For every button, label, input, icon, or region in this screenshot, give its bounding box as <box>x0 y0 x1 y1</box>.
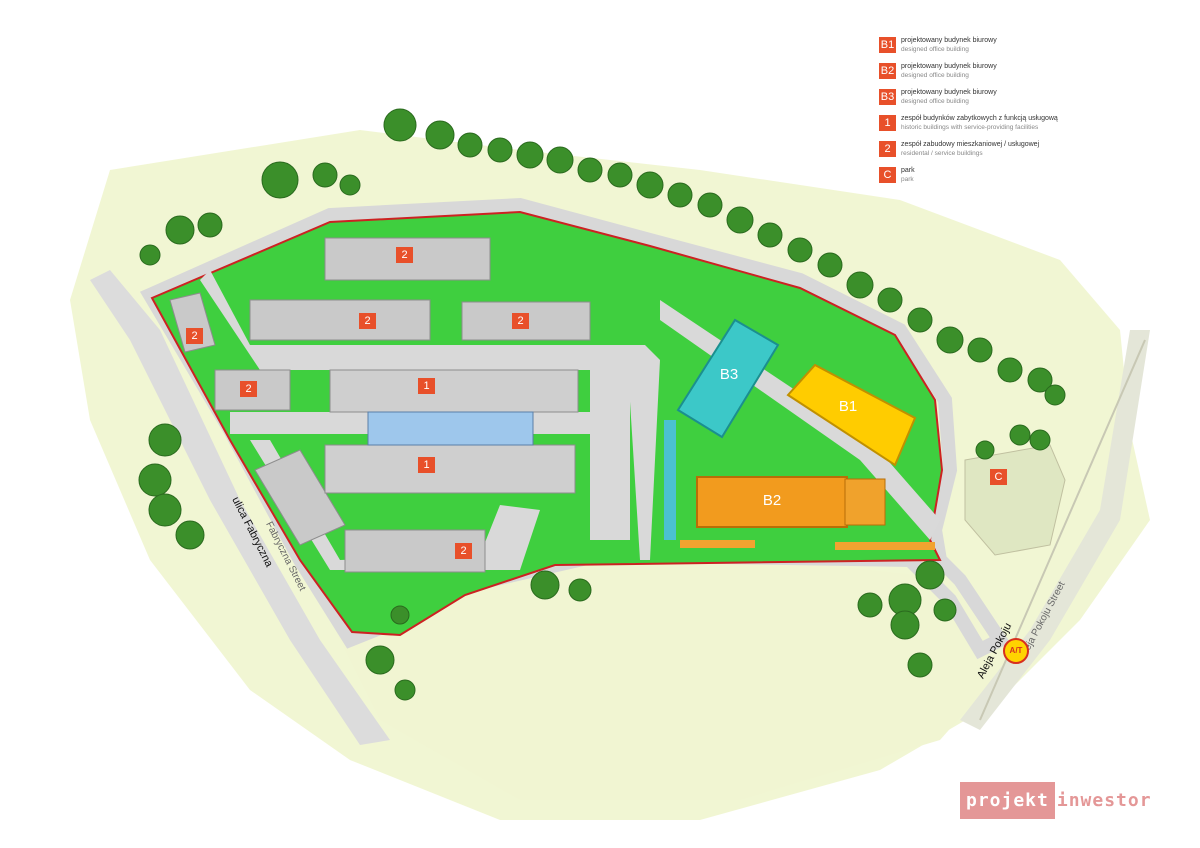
legend-item: C park park <box>879 167 1119 193</box>
residential-buildings <box>169 237 591 573</box>
label-one: 1 <box>418 457 435 473</box>
map-legend: B1 projektowany budynek biurowy designed… <box>879 37 1119 193</box>
lower-meadow <box>330 560 1020 800</box>
legend-label-en: residental / service buildings <box>901 150 983 157</box>
logo-box: projekt <box>960 781 1055 819</box>
legend-badge: 1 <box>879 115 896 131</box>
label-b2: B2 <box>762 492 782 509</box>
label-b1: B1 <box>838 398 858 415</box>
building-b1 <box>786 363 917 467</box>
legend-label-pl: projektowany budynek biurowy <box>901 63 997 70</box>
legend-label-pl: projektowany budynek biurowy <box>901 37 997 44</box>
legend-badge: B1 <box>879 37 896 53</box>
legend-badge: C <box>879 167 896 183</box>
legend-item: B2 projektowany budynek biurowy designed… <box>879 63 1119 89</box>
trees <box>138 108 1066 701</box>
label-two: 2 <box>359 313 376 329</box>
legend-badge: B3 <box>879 89 896 105</box>
projektinwestor-logo: projekt inwestor <box>960 781 1152 819</box>
legend-label-pl: zespół zabudowy mieszkaniowej / usługowe… <box>901 141 1040 148</box>
legend-label-en: designed office building <box>901 46 969 53</box>
legend-label-pl: zespół budynków zabytkowych z funkcją us… <box>901 115 1058 122</box>
legend-badge: 2 <box>879 141 896 157</box>
legend-item: 2 zespół zabudowy mieszkaniowej / usługo… <box>879 141 1119 167</box>
label-two: 2 <box>240 381 257 397</box>
legend-label-en: designed office building <box>901 72 969 79</box>
label-c: C <box>990 469 1007 485</box>
legend-label-en: historic buildings with service-providin… <box>901 124 1039 131</box>
label-two: 2 <box>512 313 529 329</box>
label-one: 1 <box>418 378 435 394</box>
legend-item: B1 projektowany budynek biurowy designed… <box>879 37 1119 63</box>
parking-strip <box>680 540 755 548</box>
legend-item: B3 projektowany budynek biurowy designed… <box>879 89 1119 115</box>
historic-buildings <box>324 369 579 494</box>
label-two: 2 <box>455 543 472 559</box>
legend-label-en: designed office building <box>901 98 969 105</box>
parking-strip <box>835 542 935 550</box>
parking-strip <box>664 420 676 540</box>
label-two: 2 <box>396 247 413 263</box>
legend-label-pl: projektowany budynek biurowy <box>901 89 997 96</box>
building-b2-annex <box>844 478 886 526</box>
label-b3: B3 <box>719 366 739 383</box>
label-two: 2 <box>186 328 203 344</box>
legend-item: 1 zespół budynków zabytkowych z funkcją … <box>879 115 1119 141</box>
legend-badge: B2 <box>879 63 896 79</box>
tram-stop-icon: A/T <box>1003 638 1029 664</box>
building-b3 <box>676 318 780 439</box>
legend-label-pl: park <box>901 167 915 174</box>
fabryczna-street-road <box>90 270 390 745</box>
building-b2 <box>696 476 848 528</box>
glass-atrium <box>367 411 534 446</box>
logo-text: inwestor <box>1056 789 1152 811</box>
legend-label-en: park <box>901 176 914 183</box>
